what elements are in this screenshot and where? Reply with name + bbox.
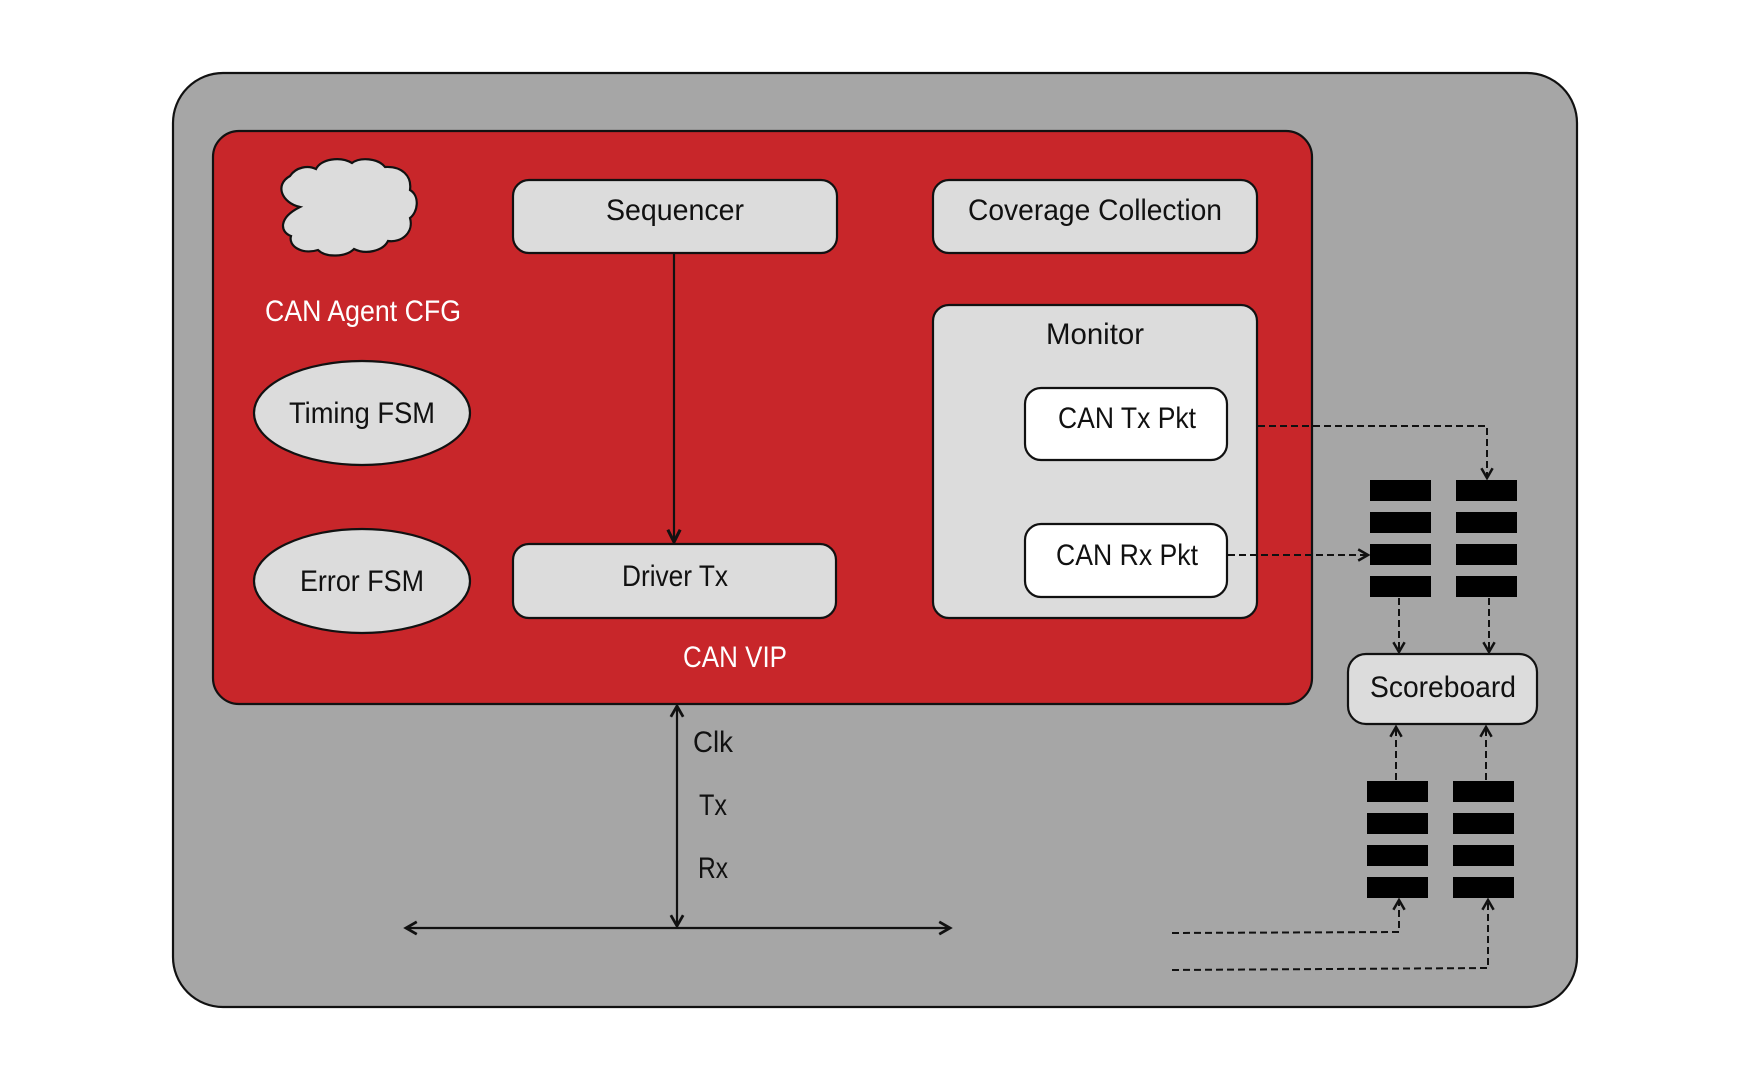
fifo-slot (1370, 480, 1431, 501)
sequencer-label: Sequencer (606, 194, 744, 227)
fifo-slot (1453, 845, 1514, 866)
timing-fsm-label: Timing FSM (289, 397, 435, 430)
can-vip-title: CAN VIP (683, 641, 787, 674)
fifo-slot (1370, 576, 1431, 597)
driver-tx-label: Driver Tx (622, 560, 728, 593)
fifo-slot (1367, 845, 1428, 866)
signal-rx-label: Rx (698, 852, 728, 885)
fifo-slot (1453, 813, 1514, 834)
fifo-top-left (1370, 480, 1431, 597)
fifo-slot (1456, 512, 1517, 533)
sequencer-block[interactable]: Sequencer (511, 178, 839, 255)
cloud-icon (280, 158, 418, 257)
fifo-slot (1367, 781, 1428, 802)
driver-tx-block[interactable]: Driver Tx (511, 542, 838, 620)
fifo-slot (1367, 877, 1428, 898)
fifo-slot (1456, 480, 1517, 501)
coverage-collection-label: Coverage Collection (968, 194, 1222, 227)
scoreboard-label: Scoreboard (1370, 671, 1516, 704)
fifo-slot (1453, 877, 1514, 898)
fifo-slot (1456, 576, 1517, 597)
external-input-2-connector (1171, 897, 1495, 971)
can-tx-pkt-label: CAN Tx Pkt (1058, 402, 1197, 435)
monitor-label: Monitor (1046, 318, 1144, 351)
can-tx-pkt-block[interactable]: CAN Tx Pkt (1023, 386, 1229, 462)
fifo-slot (1370, 512, 1431, 533)
signal-tx-label: Tx (699, 789, 727, 822)
can-rx-pkt-block[interactable]: CAN Rx Pkt (1023, 522, 1229, 599)
signal-clk-label: Clk (693, 726, 734, 759)
error-fsm[interactable]: Error FSM (252, 527, 472, 635)
fifo-slot (1456, 544, 1517, 565)
agent-cfg-label: CAN Agent CFG (265, 295, 461, 328)
fifo-slot (1453, 781, 1514, 802)
can-rx-pkt-label: CAN Rx Pkt (1056, 539, 1199, 572)
fifo-bottom-right (1453, 781, 1514, 898)
scoreboard-block[interactable]: Scoreboard (1346, 652, 1539, 726)
fifo-bottom-left (1367, 781, 1428, 898)
error-fsm-label: Error FSM (300, 565, 424, 598)
coverage-collection-block[interactable]: Coverage Collection (931, 178, 1259, 255)
timing-fsm[interactable]: Timing FSM (252, 359, 472, 467)
external-input-1-connector (1171, 897, 1406, 934)
fifo-top-right (1456, 480, 1517, 597)
fifo-slot (1367, 813, 1428, 834)
fifo-slot (1370, 544, 1431, 565)
